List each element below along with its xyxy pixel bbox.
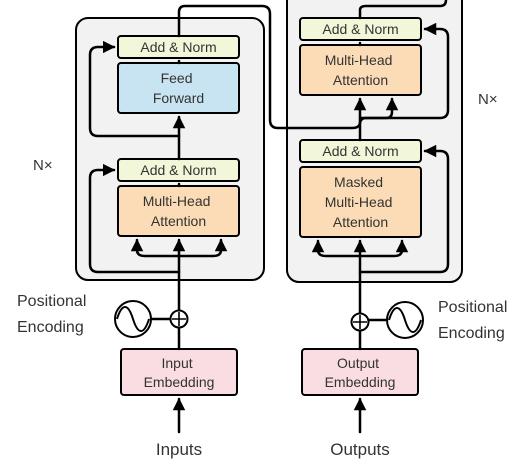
decoder-masked-attention-line-1: Masked [334, 174, 383, 190]
encoder-add-norm-bottom-label: Add & Norm [140, 162, 216, 178]
decoder-positional-line-2: Encoding [438, 325, 505, 342]
encoder-sine-wave [116, 306, 150, 332]
input-embedding-line-2: Embedding [144, 374, 215, 390]
input-embedding-label: Input Embedding [144, 355, 215, 390]
inputs-label: Inputs [156, 440, 202, 459]
encoder-attention-line-1: Multi-Head [143, 193, 211, 209]
decoder-add-norm-top-label: Add & Norm [322, 21, 398, 37]
decoder-residual-2 [358, 22, 450, 120]
decoder-stack-label: N× [478, 91, 498, 108]
decoder-positional-label: Positional Encoding [438, 299, 512, 342]
decoder-add-norm-bottom-label: Add & Norm [322, 143, 398, 159]
encoder-residual-2 [88, 40, 181, 138]
output-embedding-line-1: Output [337, 355, 379, 371]
input-embedding-line-1: Input [161, 355, 192, 371]
decoder-masked-attention-line-2: Multi-Head [325, 194, 393, 210]
encoder-positional-line-1: Positional [17, 293, 86, 310]
encoder-output-link [177, 4, 367, 130]
decoder-attention-fan-right [358, 239, 409, 258]
encoder-positional-line-2: Encoding [17, 319, 84, 336]
decoder-adder-plus [353, 315, 367, 329]
decoder-masked-attention-line-3: Attention [333, 214, 388, 230]
encoder-attention-line-2: Attention [151, 213, 206, 229]
encoder-feed-forward-line-2: Forward [153, 90, 204, 106]
decoder-residual-1 [358, 144, 450, 274]
output-embedding-line-2: Embedding [325, 374, 396, 390]
decoder-sine-wave [388, 307, 422, 333]
decoder-positional-line-1: Positional [438, 299, 507, 316]
encoder-attention-label: Multi-Head Attention [143, 193, 215, 229]
outputs-label: Outputs [330, 440, 390, 459]
decoder-attention-line-2: Attention [333, 72, 388, 88]
encoder-attention-fan-right [177, 238, 228, 258]
decoder-output-up [358, 0, 448, 20]
encoder-feed-forward-label: Feed Forward [153, 70, 204, 106]
encoder-add-norm-top-label: Add & Norm [140, 39, 216, 55]
decoder-masked-attention-label: Masked Multi-Head Attention [325, 174, 397, 230]
decoder-masked-attention-box [299, 166, 422, 238]
encoder-residual-1 [88, 163, 181, 274]
decoder-attention-label: Multi-Head Attention [325, 52, 397, 88]
encoder-stack-label: N× [33, 157, 53, 174]
decoder-attention-line-1: Multi-Head [325, 52, 393, 68]
encoder-feed-forward-line-1: Feed [161, 70, 193, 86]
encoder-positional-label: Positional Encoding [17, 293, 91, 336]
decoder-attention-fan-left [311, 239, 362, 258]
encoder-attention-fan-left [130, 238, 181, 258]
output-embedding-label: Output Embedding [325, 355, 396, 390]
encoder-adder-plus [172, 312, 186, 326]
